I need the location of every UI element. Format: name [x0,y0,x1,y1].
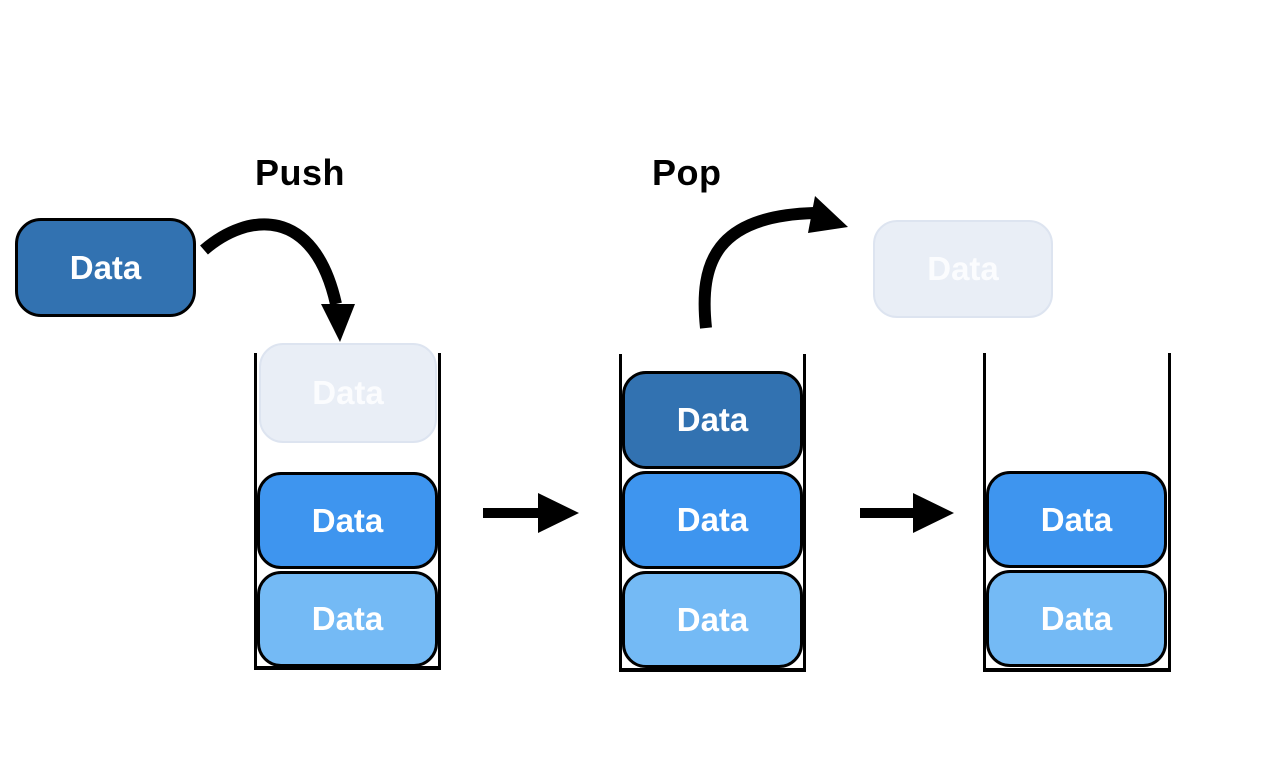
push-label: Push [255,152,346,193]
stack2-block: Data [622,471,803,569]
push-arrow-icon [200,218,355,342]
stack3-block: Data [986,471,1167,568]
stack1-block: Data [257,571,438,667]
right-arrow-icon [483,493,579,533]
stack2-top-block: Data [622,371,803,469]
pop-label: Pop [652,152,722,193]
stack-container-after-pop [983,353,1171,672]
pop-arrow-icon [698,196,848,329]
stack1-ghost-block: Data [259,343,437,443]
stack2-block: Data [622,571,803,668]
incoming-data-block: Data [15,218,196,317]
stack-container-before-push [254,353,441,670]
right-arrow-icon [860,493,954,533]
stack3-block: Data [986,570,1167,667]
stack-container-after-push [619,354,806,672]
stack1-block: Data [257,472,438,569]
popped-data-block: Data [873,220,1053,318]
